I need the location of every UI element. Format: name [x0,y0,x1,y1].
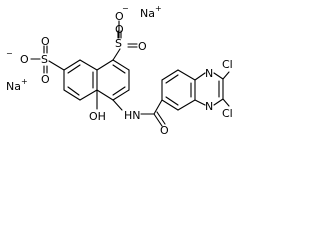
left-sulfonate-oxo-down-label: O [41,73,50,86]
hydroxyl-label: OH [89,110,106,123]
sodium-top-label: Na [140,7,155,20]
left-sulfonate-group: − O S O O [6,35,50,86]
chlorine-top-label: Cl [222,58,233,71]
amide-nitrogen-label: HN [124,109,141,122]
left-sulfonate-sulfur-label: S [41,53,48,66]
top-sulfonate-oxo-right-label: O [138,40,147,53]
top-sulfonate-oxide-label: O [115,10,124,23]
sodium-left-charge: + [21,77,28,86]
chemical-structure-diagram: Na + − O S O O − O S O O Na + OH HN O N … [6,4,233,135]
quinoxaline-n-top-label: N [205,67,213,80]
quinoxaline-n-bottom-label: N [205,100,213,113]
top-sulfonate-group: − O S O O [115,4,147,53]
top-sulfonate-oxo-up-label: O [115,23,124,36]
chlorine-bottom-label: Cl [222,107,233,120]
top-oxide-charge: − [122,4,129,13]
left-sulfonate-oxide-label: O [20,53,29,66]
sodium-left-label: Na [6,80,21,93]
left-oxide-charge: − [6,49,13,58]
sodium-left-ion: Na + [6,77,28,93]
top-sulfonate-sulfur-label: S [115,37,122,50]
bond-lines [30,20,230,127]
sodium-top-charge: + [155,4,162,13]
left-sulfonate-oxo-up-label: O [41,35,50,48]
sodium-top-ion: Na + [140,4,162,20]
carbonyl-oxygen-label: O [160,124,169,135]
